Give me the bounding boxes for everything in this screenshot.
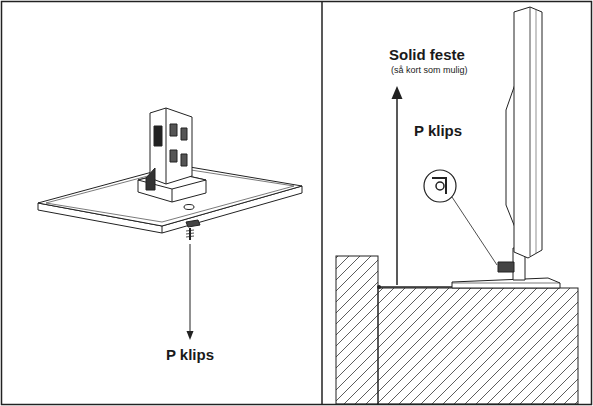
panel-divider <box>321 2 323 405</box>
up-arrow <box>392 86 403 285</box>
down-arrow <box>187 244 194 340</box>
wall <box>336 256 378 404</box>
screw-hole <box>184 205 194 210</box>
strap <box>377 285 452 289</box>
stand-neck <box>138 108 206 202</box>
clip-detail <box>424 170 497 265</box>
note-label: (så kort som mulig) <box>391 65 468 75</box>
p-clip <box>186 220 200 240</box>
cabinet <box>378 288 578 404</box>
part-label: P klips <box>166 346 214 363</box>
tv-set <box>452 7 560 288</box>
title-label: Solid feste <box>389 46 465 63</box>
part-label: P klips <box>414 122 462 139</box>
